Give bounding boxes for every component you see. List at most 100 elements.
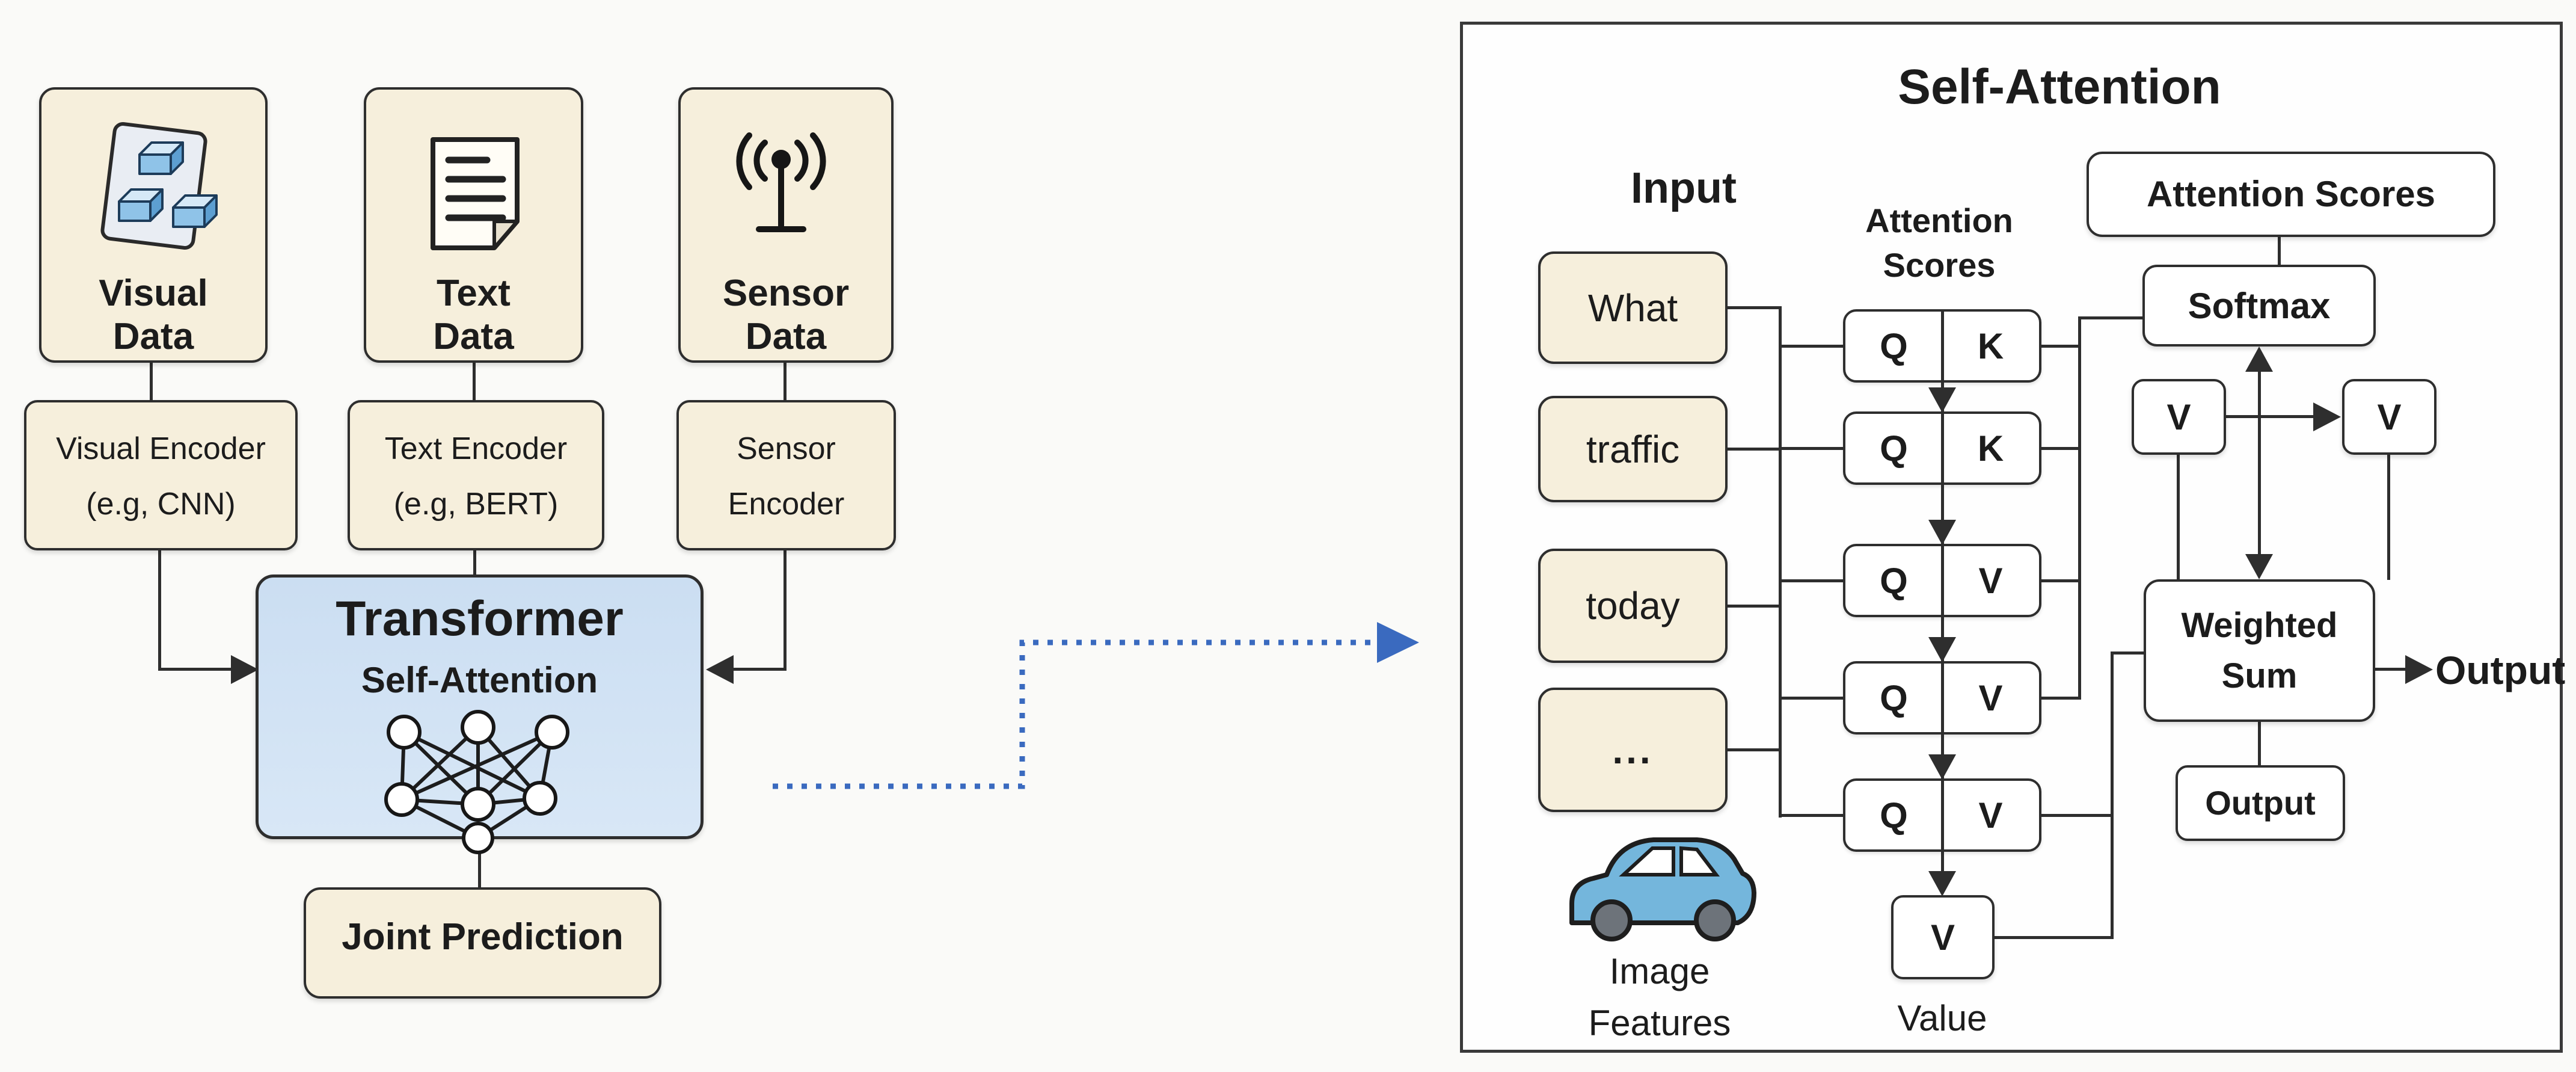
attention-scores-column-label: Attention Scores [1865,202,2013,284]
panel-title: Self-Attention [1898,60,2221,114]
v-left-drop [2177,454,2180,580]
value-label: Value [1897,998,1987,1038]
connector-transformer-joint [478,838,481,889]
arrowhead-ws-output [2405,655,2433,684]
token-label: today [1586,584,1680,627]
image-features-label: Image Features [1588,951,1731,1043]
joint-prediction-label: Joint Prediction [342,916,624,958]
car-icon [1569,837,1756,941]
arrowhead-value-chip [1928,871,1956,896]
input-bus-line [1779,306,1782,818]
v3-out [2040,579,2081,582]
value-chip-box: V [1891,895,1995,979]
joint-prediction-box [304,887,661,999]
arrowhead-row2 [1928,387,1956,413]
output-arrow-label: Output [2435,648,2566,692]
v-right-box: V [2342,379,2436,455]
connector-visual-data-encoder [150,361,153,402]
softmax-box [2142,265,2376,347]
q-cell: Q [1880,428,1908,469]
arrow-visual-encoder-line-h [158,668,233,671]
connector-sensor-data-encoder [784,361,787,402]
v-left-box: V [2132,379,2226,455]
sensor-antenna-icon [736,132,826,232]
ws-output-line [2374,668,2408,671]
v-to-v-line [2226,415,2315,418]
scores-bus-line [2078,316,2081,700]
arrowhead-row4 [1928,637,1956,662]
arrow-text-encoder-line [473,549,476,577]
text-document-icon [431,137,520,250]
value-chip-letter: V [1930,917,1955,958]
qk-column-arrow-line [1941,312,1944,893]
feed-row1 [1779,345,1845,348]
feed-row2 [1779,447,1845,450]
arrowhead-into-transformer-left [231,655,259,684]
visual-cubes-icon [100,122,218,250]
arrowhead-v-to-v [2313,402,2341,431]
output-box [2176,765,2345,841]
weighted-sum-label: Weighted Sum [2181,606,2338,695]
arrow-sensor-encoder-line-h [732,668,787,671]
softmax-weightedsum-line [2258,361,2261,559]
token-box-what: What [1538,251,1728,364]
v-cell: V [1978,560,2003,601]
token-box-traffic: traffic [1538,396,1728,502]
q-cell: Q [1880,560,1908,601]
transformer-title: Transformer [336,591,624,646]
softmax-label: Softmax [2188,286,2331,326]
sensor-data-box [678,87,894,363]
token-box-today: today [1538,549,1728,663]
scores-to-softmax [2278,236,2281,266]
token-label: What [1587,286,1678,330]
value-chip-out [1993,936,2114,939]
connector-token-ellipsis [1726,748,1782,751]
v-cell: V [1978,795,2003,836]
sensor-data-label: Sensor Data [722,273,850,357]
value-to-weighted-sum [2111,652,2147,655]
q-cell: Q [1880,795,1908,836]
visual-encoder-label: Visual Encoder (e.g, CNN) [56,431,266,522]
token-label: traffic [1586,427,1680,471]
token-box-ellipsis: ... [1538,688,1728,812]
connector-token-traffic [1726,448,1782,451]
k1-out [2040,345,2081,348]
weighted-sum-box [2144,579,2375,722]
token-label: ... [1612,728,1654,772]
output-box-label: Output [2205,784,2316,822]
input-label: Input [1631,164,1737,212]
feed-row3 [1779,579,1845,582]
feed-row5 [1779,814,1845,817]
connector-text-data-encoder [473,361,476,402]
v-right-letter: V [2377,396,2402,437]
text-encoder-label: Text Encoder (e.g, BERT) [384,431,568,522]
attention-scores-box [2087,152,2495,237]
v-right-drop [2387,454,2390,580]
v-left-letter: V [2167,396,2191,437]
text-data-label: Text Data [433,273,514,357]
arrowhead-into-transformer-right [706,655,734,684]
q-cell: Q [1880,325,1908,366]
arrowhead-row5 [1928,754,1956,780]
arrowhead-down-into-weightedsum [2245,554,2273,579]
arrow-sensor-encoder-line [784,549,787,670]
sensor-encoder-label: Sensor Encoder [728,431,845,522]
transformer-subtitle: Self-Attention [361,660,598,700]
connector-token-what [1726,306,1782,309]
attention-scores-box-label: Attention Scores [2146,174,2436,214]
sensor-encoder-box [676,400,896,550]
visual-data-label: Visual Data [99,273,208,357]
v4-out [2040,697,2081,700]
k-cell: K [1977,428,2004,469]
value-riser-line [2111,652,2114,939]
arrowhead-up-into-softmax [2245,347,2273,372]
zoom-callout-dotted-arrow [773,622,1419,789]
neural-network-icon [384,710,569,854]
connector-token-today [1726,605,1782,608]
v-cell: V [1978,677,2003,718]
row5-out [2040,814,2114,817]
k2-out [2040,447,2081,450]
k-cell: K [1977,325,2004,366]
q-cell: Q [1880,677,1908,718]
